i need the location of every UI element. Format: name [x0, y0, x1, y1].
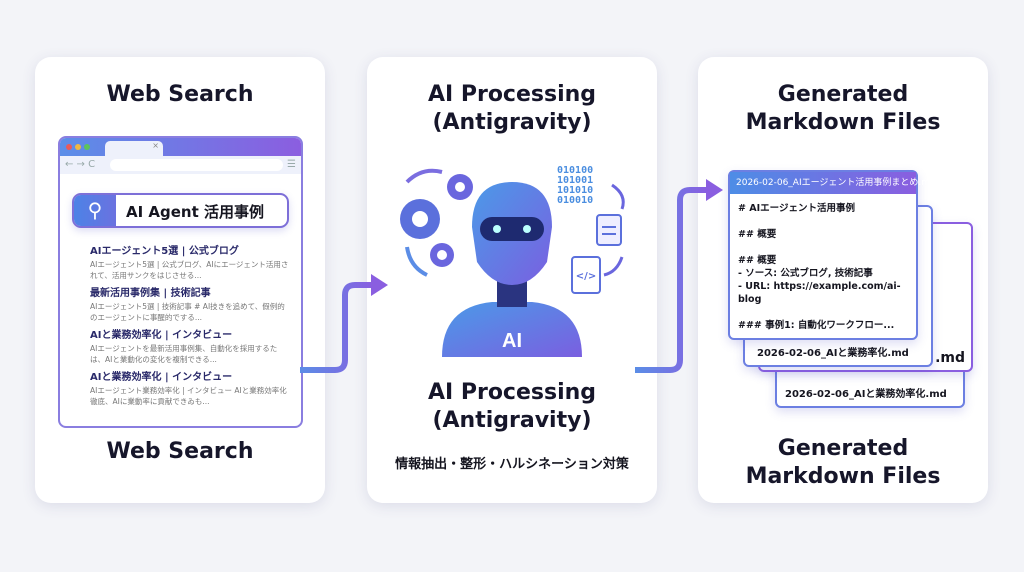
result-snippet: AIエージェント5選 | 公式ブログ、AIにエージェント活用されて、活用サンクを…: [90, 260, 289, 280]
flow-arrow-icon: [300, 274, 388, 373]
panel-title-line1: Generated: [777, 82, 909, 107]
panel-bottom-title-line2: (Antigravity): [432, 408, 592, 433]
robot-body: [442, 302, 582, 357]
svg-text:101001: 101001: [557, 175, 593, 186]
minimize-dot-icon: [75, 144, 81, 150]
result-title[interactable]: 最新活用事例集 | 技術記事: [90, 288, 211, 299]
file-name: 2026-02-06_AIと業務率化.md: [757, 348, 909, 359]
tab-close-icon[interactable]: ×: [152, 141, 159, 150]
result-snippet: AIエージェントを最新活用事例集、自動化を採用するたは、AIと業動化の変化を複制…: [90, 344, 278, 364]
result-title[interactable]: AIと業務効率化 | インタビュー: [90, 372, 233, 383]
document-icon: [596, 214, 622, 246]
maximize-dot-icon: [84, 144, 90, 150]
web-search-panel: Web Search × ← → C ☰ ⚲ AI Agent 活用事例 AIエ…: [35, 57, 325, 503]
address-bar-row: ← → C ☰: [60, 156, 301, 174]
svg-text:010100: 010100: [557, 165, 593, 176]
markdown-file-front[interactable]: 2026-02-06_AIエージェント活用事例まとめ.md # AIエージェント…: [728, 170, 936, 340]
panel-bottom-title-line2: Markdown Files: [745, 464, 941, 489]
search-result[interactable]: AIと業務効率化 | インタビュー AIエージェント業務効率化 | インタビュー …: [90, 368, 290, 407]
result-snippet: AIエージェント5選 | 技術記事 # AI技きを追めて、假例的のエージェントに…: [90, 302, 285, 322]
search-box[interactable]: ⚲ AI Agent 活用事例: [72, 193, 289, 228]
panel-title-line2: (Antigravity): [432, 110, 592, 135]
processing-subtitle: 情報抽出・整形・ハルシネーション対策: [395, 457, 629, 472]
browser-tab[interactable]: ×: [105, 141, 163, 156]
svg-text:010010: 010010: [557, 195, 593, 206]
search-query: AI Agent 活用事例: [126, 203, 265, 221]
browser-titlebar: ×: [60, 138, 301, 156]
gear-icon: [400, 199, 440, 239]
close-dot-icon: [66, 144, 72, 150]
panel-bottom-title-line1: AI Processing: [427, 380, 597, 405]
result-title[interactable]: AIと業務効率化 | インタビュー: [90, 330, 233, 341]
address-bar[interactable]: [110, 159, 283, 171]
svg-text:101010: 101010: [557, 185, 593, 196]
svg-text:</>: </>: [576, 271, 596, 282]
file-content: # AIエージェント活用事例 ## 概要 ## 概要- ソース: 公式ブログ, …: [738, 203, 901, 331]
search-result[interactable]: AIと業務効率化 | インタビュー AIエージェントを最新活用事例集、自動化を採用…: [90, 326, 290, 365]
panel-bottom-title: Web Search: [106, 439, 254, 464]
file-name: 2026-02-06_AIと業務効率化.md: [785, 389, 947, 400]
search-icon: ⚲: [74, 195, 116, 226]
search-result[interactable]: 最新活用事例集 | 技術記事 AIエージェント5選 | 技術記事 # AI技きを追…: [90, 284, 290, 323]
menu-icon[interactable]: ☰: [287, 159, 296, 170]
gear-icon: [447, 174, 473, 200]
cycle-arrow-icon: [405, 168, 443, 184]
panel-title: Web Search: [106, 82, 254, 107]
gear-icon: [430, 243, 454, 267]
code-file-icon: </>: [571, 256, 601, 294]
panel-title-line1: AI Processing: [427, 82, 597, 107]
flow-arrow-icon: [611, 183, 625, 210]
result-title[interactable]: AIエージェント5選 | 公式ブログ: [90, 246, 239, 257]
panel-bottom-title-line1: Generated: [777, 436, 909, 461]
browser-window: × ← → C ☰ ⚲ AI Agent 活用事例 AIエージェント5選 | 公…: [58, 136, 303, 428]
file-name: .md: [935, 350, 965, 366]
file-name: 2026-02-06_AIエージェント活用事例まとめ.md: [730, 172, 936, 194]
robot-ai-label: AI: [502, 330, 522, 352]
flow-arrow-icon: [635, 179, 723, 373]
search-result[interactable]: AIエージェント5選 | 公式ブログ AIエージェント5選 | 公式ブログ、AIに…: [90, 242, 290, 281]
result-snippet: AIエージェント業務効率化 | インタビュー AIと業務効率化徹底、AIに業動率…: [90, 386, 287, 406]
panel-title-line2: Markdown Files: [745, 110, 941, 135]
markdown-files-panel: Generated Markdown Files 2026-02-06_AIと業…: [698, 57, 988, 503]
nav-buttons-icon[interactable]: ← → C: [65, 159, 96, 170]
